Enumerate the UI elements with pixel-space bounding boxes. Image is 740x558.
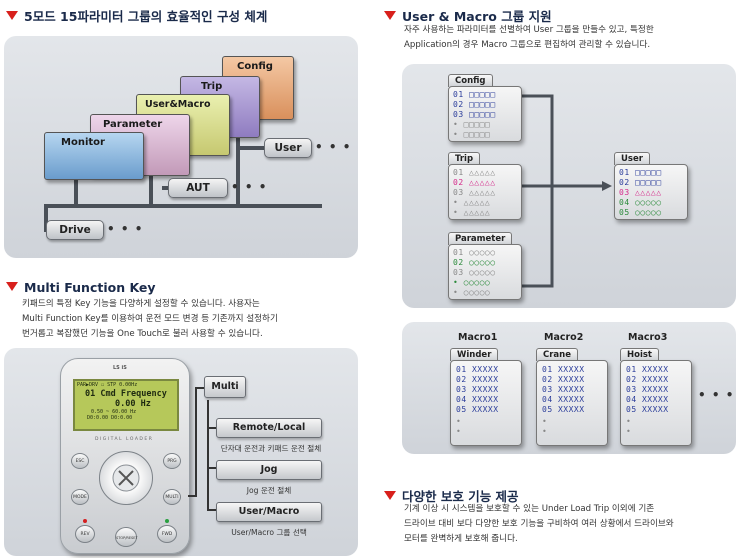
- macro1-card: 01 XXXXX 02 XXXXX 03 XXXXX 04 XXXXX 05 X…: [450, 360, 522, 446]
- rev-led-icon: [83, 519, 87, 523]
- enter-x-icon: [112, 464, 140, 492]
- keypad-model: LS iS: [113, 365, 127, 371]
- trip-card-tab: Trip: [448, 152, 481, 165]
- user-card: 01 □□□□□ 02 □□□□□ 03 △△△△△ 04 ○○○○○ 05 ○…: [614, 164, 688, 220]
- user-macro-box: User/Macro: [216, 502, 322, 522]
- user-card-tab: User: [614, 152, 650, 165]
- multi-function-title: Multi Function Key: [6, 280, 156, 295]
- config-card: 01 □□□□□ 02 □□□□□ 03 □□□□□ • □□□□□ • □□□…: [448, 86, 522, 142]
- rev-key[interactable]: REV: [75, 525, 95, 543]
- stop-reset-key[interactable]: STOP/RESET: [115, 527, 138, 547]
- prg-key[interactable]: PRG: [163, 453, 181, 469]
- user-chip: User: [264, 138, 312, 158]
- protection-title: 다양한 보호 기능 제공: [384, 486, 519, 505]
- macro1-tab: Winder: [450, 348, 499, 361]
- trip-card: 01 △△△△△ 02 △△△△△ 03 △△△△△ • △△△△△ • △△△…: [448, 164, 522, 220]
- aut-ellipsis: • • •: [231, 180, 268, 194]
- macro3-card: 01 XXXXX 02 XXXXX 03 XXXXX 04 XXXXX 05 X…: [620, 360, 692, 446]
- section-marker-icon: [384, 11, 396, 20]
- connector-bar: [44, 204, 48, 232]
- folder-monitor: Monitor: [44, 132, 144, 180]
- remote-local-caption: 단자대 운전과 키패드 운전 절체: [220, 444, 322, 453]
- multi-key[interactable]: MULTI: [163, 489, 181, 505]
- aut-chip: AUT: [168, 178, 228, 198]
- connector-bar: [162, 186, 168, 190]
- section-marker-icon: [6, 11, 18, 20]
- user-macro-desc: 자주 사용하는 파라미터를 선별하여 User 그룹을 만들수 있고, 특정한 …: [404, 25, 654, 50]
- connector-bar: [74, 161, 78, 207]
- multi-connectors: [188, 387, 216, 511]
- connector-bar: [44, 204, 322, 208]
- jog-box: Jog: [216, 460, 322, 480]
- multi-function-desc: 키패드의 특정 Key 기능을 다양하게 설정할 수 있습니다. 사용자는 Mu…: [22, 299, 278, 339]
- esc-key[interactable]: ESC: [71, 453, 89, 469]
- keypad-lcd: PAR▶DRV ☐ STP 0.00Hz 01 Cmd Frequency 0.…: [73, 379, 179, 431]
- fwd-key[interactable]: FWD: [157, 525, 177, 543]
- macro2-label: Macro2: [544, 332, 584, 343]
- user-macro-title: User & Macro 그룹 지원: [384, 6, 552, 25]
- macro-ellipsis: • • •: [698, 388, 735, 402]
- parameter-card: 01 ○○○○○ 02 ○○○○○ 03 ○○○○○ • ○○○○○ • ○○○…: [448, 244, 522, 300]
- multi-function-panel: LS iS PAR▶DRV ☐ STP 0.00Hz 01 Cmd Freque…: [4, 348, 358, 556]
- user-group-panel: Config 01 □□□□□ 02 □□□□□ 03 □□□□□ • □□□□…: [402, 64, 736, 308]
- jog-caption: Jog 운전 절체: [246, 486, 292, 495]
- mode-key[interactable]: MODE: [71, 489, 89, 505]
- section-marker-icon: [6, 282, 18, 291]
- multi-box: Multi: [204, 376, 246, 398]
- mode-groups-panel: Config Trip User&Macro Parameter Monitor…: [4, 36, 358, 258]
- config-card-tab: Config: [448, 74, 493, 87]
- remote-local-box: Remote/Local: [216, 418, 322, 438]
- parameter-card-tab: Parameter: [448, 232, 513, 245]
- drive-ellipsis: • • •: [107, 222, 144, 236]
- keypad-brand: DIGITAL LOADER: [95, 437, 154, 442]
- mode-groups-title: 5모드 15파라미터 그룹의 효율적인 구성 체계: [6, 6, 267, 25]
- connector-bar: [236, 146, 266, 150]
- nav-wheel[interactable]: [99, 451, 153, 505]
- macro-panel: Macro1 Winder 01 XXXXX 02 XXXXX 03 XXXXX…: [402, 322, 736, 454]
- macro2-card: 01 XXXXX 02 XXXXX 03 XXXXX 04 XXXXX 05 X…: [536, 360, 608, 446]
- connector-bar: [236, 132, 240, 207]
- keypad-device: LS iS PAR▶DRV ☐ STP 0.00Hz 01 Cmd Freque…: [60, 358, 190, 554]
- macro3-tab: Hoist: [620, 348, 659, 361]
- section-marker-icon: [384, 491, 396, 500]
- user-group-connectors: [522, 94, 612, 288]
- drive-chip: Drive: [46, 220, 104, 240]
- protection-desc: 기계 이상 시 시스템을 보호할 수 있는 Under Load Trip 이외…: [404, 504, 674, 544]
- fwd-led-icon: [165, 519, 169, 523]
- macro3-label: Macro3: [628, 332, 668, 343]
- user-ellipsis: • • •: [315, 140, 352, 154]
- macro2-tab: Crane: [536, 348, 578, 361]
- macro1-label: Macro1: [458, 332, 498, 343]
- user-macro-caption: User/Macro 그룹 선택: [231, 528, 307, 537]
